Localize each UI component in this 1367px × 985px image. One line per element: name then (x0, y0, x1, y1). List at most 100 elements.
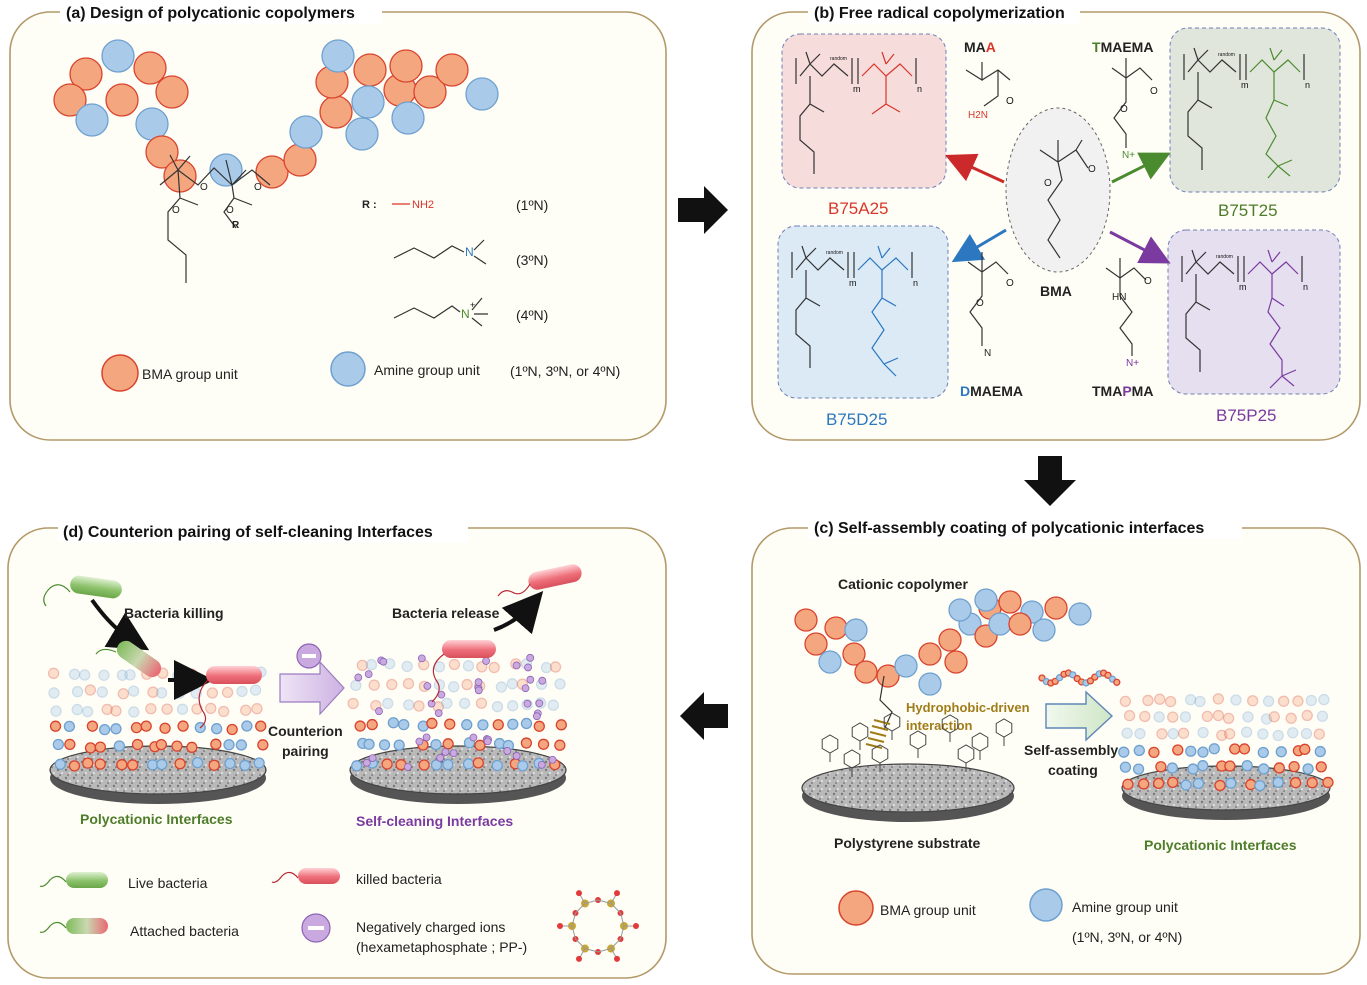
bma-bead (1164, 695, 1177, 708)
counterion-arrow (279, 660, 345, 716)
bma-bead (205, 702, 217, 715)
amine-bead (547, 699, 559, 711)
amine-bead (241, 720, 253, 732)
neg-ion (537, 760, 546, 769)
amine-bead (1121, 727, 1133, 739)
amine-bead (253, 757, 265, 769)
amine-bead (110, 723, 122, 735)
arrow-to-b75a25 (945, 153, 1005, 184)
bma-bead (488, 661, 500, 674)
amine-bead (239, 759, 251, 772)
bma-bead (1285, 712, 1297, 724)
panel-c-title: (c) Self-assembly coating of polycationi… (814, 520, 1204, 537)
neg-ion (441, 748, 450, 756)
neg-ion (474, 686, 483, 695)
arrow-to-b75p25 (1109, 230, 1171, 264)
panel-a-nh2: NH2 (412, 199, 434, 211)
bma-bead (944, 650, 968, 674)
tmaema-structure (1111, 58, 1153, 148)
product-b75t25: B75T25 (1218, 201, 1278, 220)
bma-bead (1119, 695, 1132, 708)
arrow-a-to-b (678, 186, 728, 234)
amine-bead (1262, 695, 1275, 707)
amine-bead (351, 760, 363, 772)
amine-bead (249, 684, 262, 696)
amine-bead (124, 669, 136, 681)
neg-ion (524, 663, 532, 672)
amine-sidechain (1265, 72, 1293, 179)
bma-bead (1245, 778, 1257, 791)
bma-bead (174, 758, 186, 770)
bma-bead (1104, 671, 1112, 679)
bma-bead (240, 704, 252, 716)
amine-bead (176, 703, 189, 715)
bma-bead (1315, 761, 1327, 773)
tmaema-nplus: N+ (1122, 150, 1135, 161)
ring-bond (571, 899, 625, 953)
polystyrene-label: Polystyrene substrate (834, 835, 980, 851)
bma-bead (381, 758, 393, 770)
amine-bead (894, 654, 918, 678)
bma-bead (1292, 695, 1304, 707)
amine-bead (191, 757, 204, 769)
counterion-label-1: Counterion (268, 723, 343, 739)
bma-bead (105, 83, 139, 117)
bma-bead (842, 642, 866, 666)
bma-bead (116, 759, 128, 771)
polycationic-interfaces-label: Polycationic Interfaces (1144, 837, 1297, 853)
amine-bead (236, 685, 248, 698)
bma-bead (1113, 678, 1121, 686)
released-bacterium-surface (431, 640, 496, 703)
repeat-brackets (795, 58, 917, 84)
amine-bead (948, 598, 972, 622)
neg-ion (523, 699, 532, 708)
panel-c-legend-amine-types: (1ºN, 3ºN, or 4ºN) (1072, 929, 1182, 945)
bma-bead (386, 678, 398, 691)
panel-c-legend-bma: BMA group unit (880, 902, 976, 918)
amine-sidechain (1267, 274, 1297, 389)
hydrophobic-label-1: Hydrophobic-driven (906, 700, 1030, 715)
counterion-label-2: pairing (282, 743, 329, 759)
tmaema-o-1: O (1150, 86, 1158, 97)
panel-a-type-2: (3ºN) (516, 252, 548, 268)
panel-a-legend-amine: Amine group unit (374, 362, 480, 378)
random-tag: random (1216, 254, 1233, 260)
self-assembly-label-2: coating (1048, 762, 1098, 778)
amine-bead (391, 101, 425, 135)
neg-ion (379, 657, 388, 666)
amine-bead (1225, 777, 1237, 789)
oxygen-atom (614, 890, 620, 897)
amine-bead (1185, 745, 1197, 757)
bma-bead (1167, 776, 1179, 789)
panel-a-o-atom-1: O (200, 182, 208, 193)
bma-bead (824, 616, 848, 640)
amine-bead (101, 39, 135, 73)
cationic-copolymer-label: Cationic copolymer (838, 576, 968, 592)
panel-a-type-1: (1ºN) (516, 197, 548, 213)
bacteria-killing-label: Bacteria killing (124, 605, 224, 621)
dmaema-o-1: O (1006, 278, 1014, 289)
panel-b-title-bg (808, 2, 1080, 24)
self-assembly-arrow (1045, 690, 1114, 742)
killing-arrow (90, 598, 150, 651)
neg-ion (449, 749, 458, 758)
amine-bead (382, 697, 394, 710)
arrow-b-to-c (1024, 456, 1076, 506)
product-b75p25: B75P25 (1216, 406, 1277, 425)
amine-bead (146, 759, 159, 771)
bma-bead (84, 684, 96, 696)
amine-bead (1187, 763, 1199, 775)
amine-bead (156, 758, 168, 771)
amine-bead (1185, 694, 1197, 706)
tmapma-label: TMAPMA (1092, 383, 1153, 399)
amine-bead (1134, 728, 1146, 740)
panel-a-4n-chain (393, 305, 461, 319)
neg-ion (417, 654, 426, 663)
legend-neg-ion-icon (301, 913, 331, 943)
amine-bead (491, 759, 503, 772)
bma-bead (474, 739, 486, 751)
panel-d-left-caption: Polycationic Interfaces (80, 811, 233, 827)
amine-bead (554, 678, 566, 690)
